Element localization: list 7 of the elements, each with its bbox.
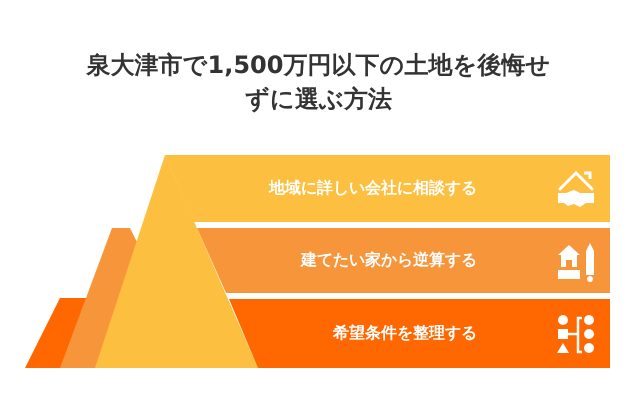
step-band <box>197 228 610 293</box>
step-text: 希望条件を整理する <box>332 322 478 344</box>
step-band <box>165 155 610 222</box>
step-text: 建てたい家から逆算する <box>299 249 478 271</box>
step-text: 地域に詳しい会社に相談する <box>268 177 478 199</box>
title: 泉大津市で1,500万円以下の土地を後悔せずに選ぶ方法 <box>85 50 552 115</box>
step-band <box>229 299 610 368</box>
